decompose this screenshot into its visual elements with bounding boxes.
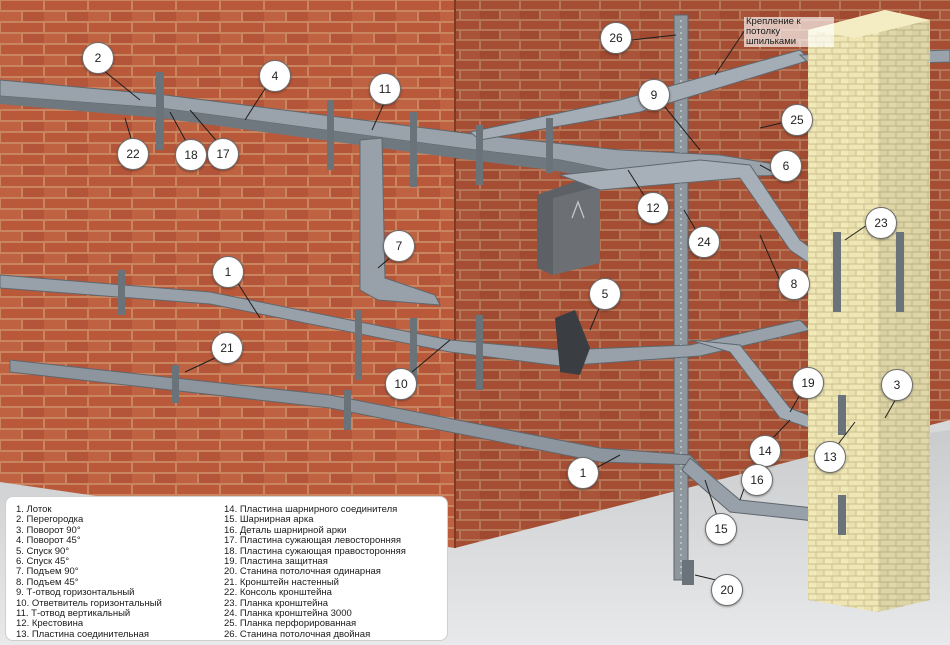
legend-item: 7. Подъем 90° <box>16 566 79 578</box>
legend-column-1: 1. Лоток 2. Перегородка 3. Поворот 90° 4… <box>16 504 162 640</box>
column-brackets <box>833 232 904 535</box>
legend-item: 23. Планка кронштейна <box>224 597 328 609</box>
callout-20: 20 <box>711 574 743 606</box>
callout-18: 18 <box>175 139 207 171</box>
legend-item: 21. Кронштейн настенный <box>224 576 339 588</box>
callout-25: 25 <box>781 104 813 136</box>
legend-item: 22. Консоль кронштейна <box>224 587 332 599</box>
callout-3: 3 <box>881 369 913 401</box>
callout-17: 17 <box>207 138 239 170</box>
callout-11: 11 <box>369 73 401 105</box>
legend-item: 15. Шарнирная арка <box>224 514 314 526</box>
legend-item: 14. Пластина шарнирного соединителя <box>224 504 398 515</box>
callout-9: 9 <box>638 79 670 111</box>
legend-item: 5. Спуск 90° <box>16 545 70 557</box>
callout-8: 8 <box>778 268 810 300</box>
legend-item: 11. Т-отвод вертикальный <box>16 608 131 620</box>
legend-item: 10. Ответвитель горизонтальный <box>16 597 162 609</box>
ceiling-stand-single <box>682 560 694 585</box>
legend-item: 26. Станина потолочная двойная <box>224 628 371 640</box>
legend-item: 24. Планка кронштейна 3000 <box>224 608 352 620</box>
callout-14: 14 <box>749 435 781 467</box>
legend-item: 1. Лоток <box>16 504 52 515</box>
legend-column-2: 14. Пластина шарнирного соединителя 15. … <box>224 504 406 640</box>
legend-item: 17. Пластина сужающая левосторонняя <box>224 535 402 547</box>
callout-6: 6 <box>770 150 802 182</box>
callout-16: 16 <box>741 464 773 496</box>
legend-item: 16. Деталь шарнирной арки <box>224 524 347 536</box>
callout-15: 15 <box>705 513 737 545</box>
legend-item: 8. Подъем 45° <box>16 576 79 588</box>
legend-item: 20. Станина потолочная одинарная <box>224 566 381 578</box>
callout-21: 21 <box>211 332 243 364</box>
callout-5: 5 <box>589 278 621 310</box>
callout-26: 26 <box>600 22 632 54</box>
legend-item: 3. Поворот 90° <box>16 524 81 536</box>
callout-4: 4 <box>259 60 291 92</box>
legend-item: 25. Планка перфорированная <box>224 618 357 630</box>
ceiling-mount-note: Крепление к потолку шпильками <box>744 17 834 47</box>
callout-1-lower: 1 <box>567 457 599 489</box>
callout-7: 7 <box>383 230 415 262</box>
legend-item: 18. Пластина сужающая правосторонняя <box>224 545 406 557</box>
legend-item: 19. Пластина защитная <box>224 556 328 568</box>
legend-item: 9. Т-отвод горизонтальный <box>16 587 135 599</box>
callout-13: 13 <box>814 441 846 473</box>
callout-23: 23 <box>865 207 897 239</box>
wall-brackets <box>118 72 553 430</box>
callout-24: 24 <box>688 226 720 258</box>
legend-item: 13. Пластина соединительная <box>16 628 150 640</box>
callout-2: 2 <box>82 42 114 74</box>
legend: 1. Лоток 2. Перегородка 3. Поворот 90° 4… <box>5 496 448 641</box>
callout-19: 19 <box>792 367 824 399</box>
legend-item: 12. Крестовина <box>16 618 84 630</box>
callout-1-upper: 1 <box>212 256 244 288</box>
legend-item: 6. Спуск 45° <box>16 556 70 568</box>
legend-item: 4. Поворот 45° <box>16 535 81 547</box>
callout-10: 10 <box>385 368 417 400</box>
legend-item: 2. Перегородка <box>16 514 84 526</box>
callout-12: 12 <box>637 192 669 224</box>
callout-22: 22 <box>117 138 149 170</box>
